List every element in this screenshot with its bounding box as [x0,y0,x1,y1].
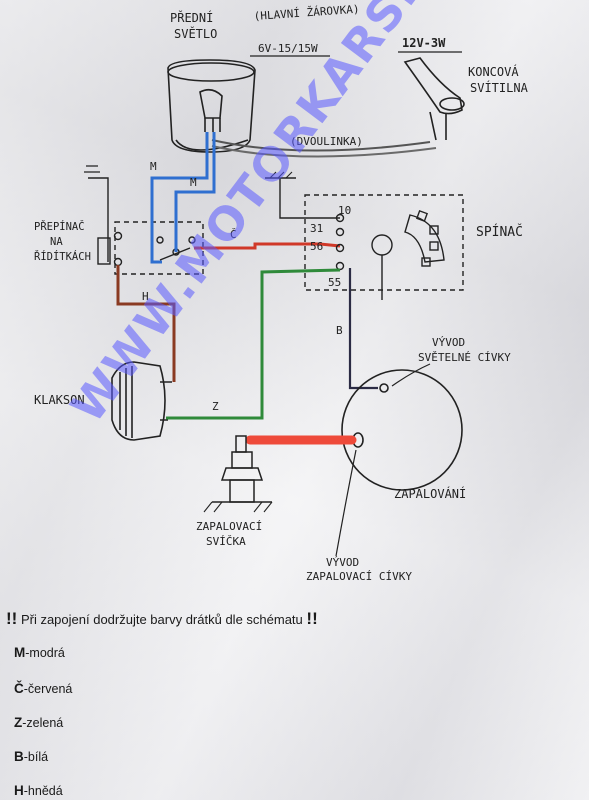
tail-spec-label: 12V-3W [402,36,446,50]
twin-wire-a [211,139,431,152]
wire-white-b [348,268,378,390]
legend-item-red: Č-červená [14,681,73,696]
ignition-label: ZAPALOVÁNÍ [394,486,466,501]
handlebar-switch-label-2: NA [50,236,63,248]
headlight-label-2: SVĚTLO [174,26,217,41]
legend-item-white: B-bílá [14,749,49,764]
wire-green-z [166,268,341,420]
ignition-coil-lead-label-2: ZAPALOVACÍ CÍVKY [306,570,412,583]
spark-plug-label-2: SVÍČKA [206,535,246,548]
legend-title: !! Při zapojení dodržujte barvy drátků d… [6,609,318,629]
legend-item-green: Z-zelená [14,715,64,730]
ignition-coil-pointer [335,449,357,557]
legend-bang-right: !! [306,609,318,628]
taillight [403,57,465,141]
light-coil-lead-label-1: VÝVOD [432,336,465,349]
wiring-schematic: PŘEDNÍ SVĚTLO (HLAVNÍ ŽÁROVKA) 6V-15/15W… [34,3,529,583]
ignition-switch-label: SPÍNAČ [476,224,523,240]
horn-label: KLAKSON [34,393,85,407]
horn [111,361,172,441]
twin-wire-label: (DVOULINKA) [290,135,363,148]
wire-blue-m1 [150,132,209,264]
handlebar-switch-label-3: ŘÍDÍTKÁCH [34,250,91,263]
terminal-10: 10 [338,204,351,217]
handlebar-switch-label-1: PŘEPÍNAČ [34,220,85,233]
taillight-label-1: KONCOVÁ [468,64,519,79]
wire-red-c [194,242,341,250]
legend-title-text: Při zapojení dodržujte barvy drátků dle … [20,612,303,627]
bulb-spec-label: 6V-15/15W [258,42,318,55]
wire-tag-z: Z [212,400,219,413]
handlebar-switch [84,165,204,275]
twin-wire-b [211,145,437,158]
terminal-55: 55 [328,276,341,289]
wire-tag-m2: M [190,176,197,189]
legend-item-blue: M-modrá [14,645,65,660]
terminal-56: 56 [310,240,323,253]
headlight-label-1: PŘEDNÍ [170,10,213,25]
light-coil-lead-label-2: SVĚTELNÉ CÍVKY [418,351,511,364]
spark-plug [203,435,273,513]
wire-brown-h [116,265,176,382]
taillight-label-2: SVÍTILNA [470,80,529,95]
main-bulb-label: (HLAVNÍ ŽÁROVKA) [253,3,360,23]
ignition-magneto [341,369,463,491]
headlight [167,59,256,153]
spark-plug-label-1: ZAPALOVACÍ [196,520,262,533]
wire-tag-m1: M [150,160,157,173]
light-coil-pointer [391,363,431,387]
legend-item-brown: H-hnědá [14,783,63,798]
wire-tag-b: B [336,324,343,337]
wire-tag-c: Č [230,228,237,241]
ignition-coil-lead-label-1: VÝVOD [326,556,359,569]
terminal-31: 31 [310,222,323,235]
ignition-switch [265,171,464,300]
wire-blue-m2 [174,132,216,252]
wire-tag-h: H [142,290,149,303]
legend-bang-left: !! [6,609,18,628]
